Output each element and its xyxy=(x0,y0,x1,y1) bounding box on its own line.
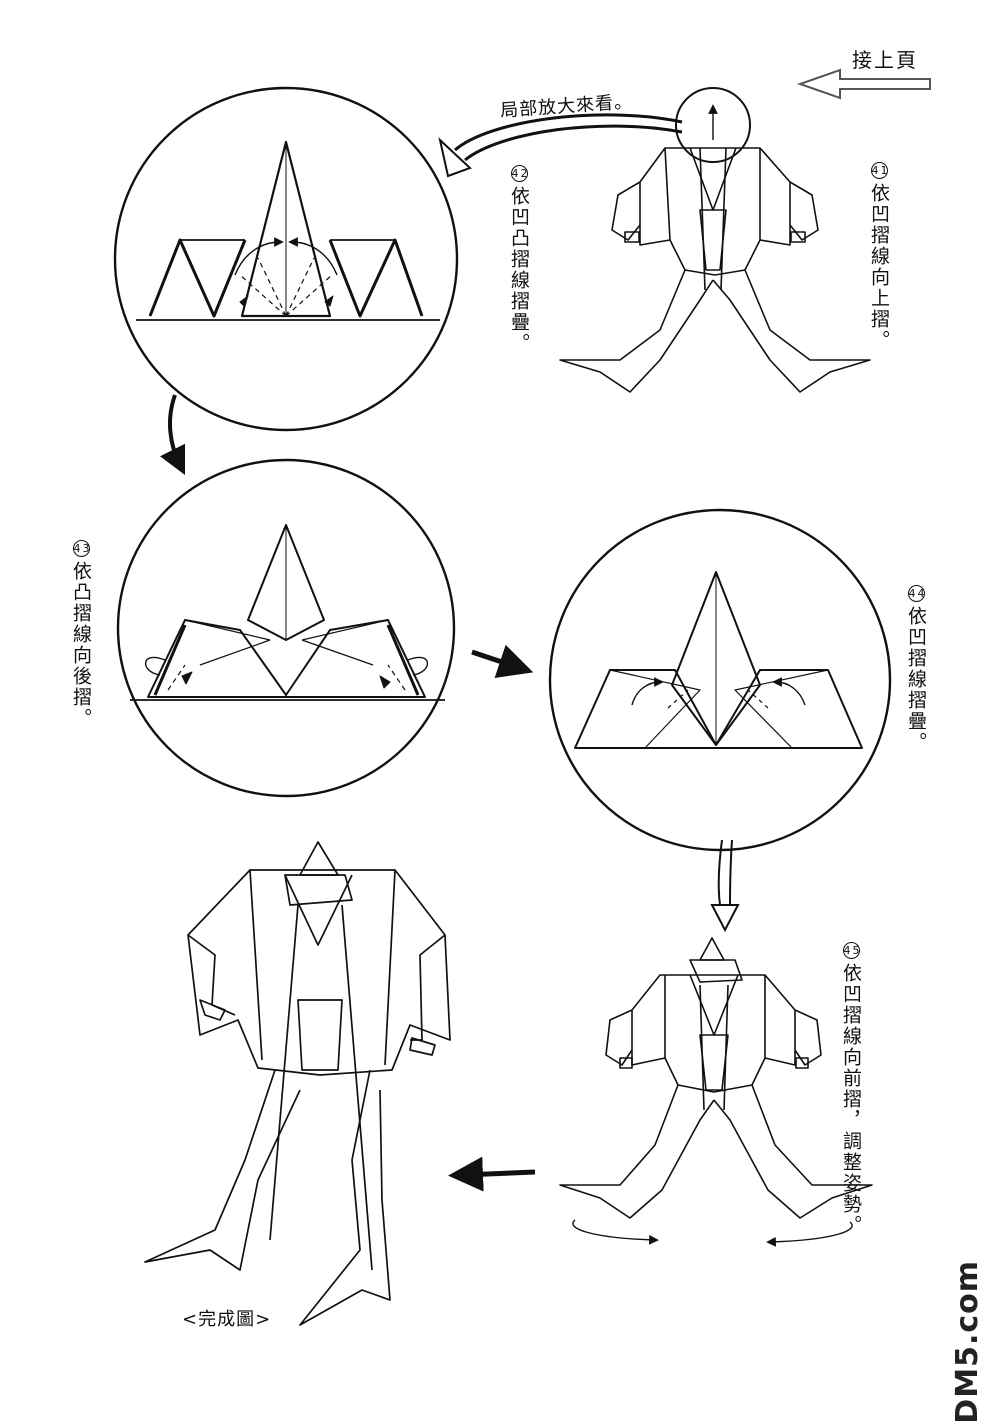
step-43-text: 依凸摺線向後摺。 xyxy=(70,561,92,729)
step-44-caption: 44 依凹摺線摺疊。 xyxy=(905,585,927,753)
flow-arrow-icon xyxy=(471,644,534,678)
step-45-number: 45 xyxy=(842,942,862,959)
step-41-number: 41 xyxy=(870,162,890,179)
step-44-text: 依凹摺線摺疊。 xyxy=(905,606,927,753)
step-43-number: 43 xyxy=(72,540,92,557)
step41-figure xyxy=(559,87,871,393)
step-44-number: 44 xyxy=(907,585,927,602)
continue-label: 接上頁 xyxy=(852,48,918,72)
step-45-text: 依凹摺線向前摺，調整姿勢。 xyxy=(840,963,862,1236)
finished-figure xyxy=(144,841,451,1326)
step43-detail-circle xyxy=(116,458,456,798)
watermark-logo: DM5.com xyxy=(950,1260,985,1424)
step42-detail-circle xyxy=(113,86,459,432)
step-42-caption: 42 依凹凸摺線摺疊。 xyxy=(508,165,530,354)
step45-figure xyxy=(559,937,873,1247)
zoom-arrow-icon xyxy=(438,113,683,178)
flow-arrow-icon xyxy=(710,839,740,933)
step-45-caption: 45 依凹摺線向前摺，調整姿勢。 xyxy=(840,942,862,1236)
flow-arrow-icon xyxy=(159,394,186,476)
step-41-text: 依凹摺線向上摺。 xyxy=(868,183,890,351)
flow-arrow-icon xyxy=(448,1156,536,1192)
step-42-number: 42 xyxy=(510,165,530,182)
step-43-caption: 43 依凸摺線向後摺。 xyxy=(70,540,92,729)
continue-arrow-icon xyxy=(796,68,931,100)
step-41-caption: 41 依凹摺線向上摺。 xyxy=(838,162,890,351)
step-42-text: 依凹凸摺線摺疊。 xyxy=(508,186,530,354)
step44-detail-circle xyxy=(548,508,892,852)
finished-label: <完成圖> xyxy=(182,1309,272,1330)
